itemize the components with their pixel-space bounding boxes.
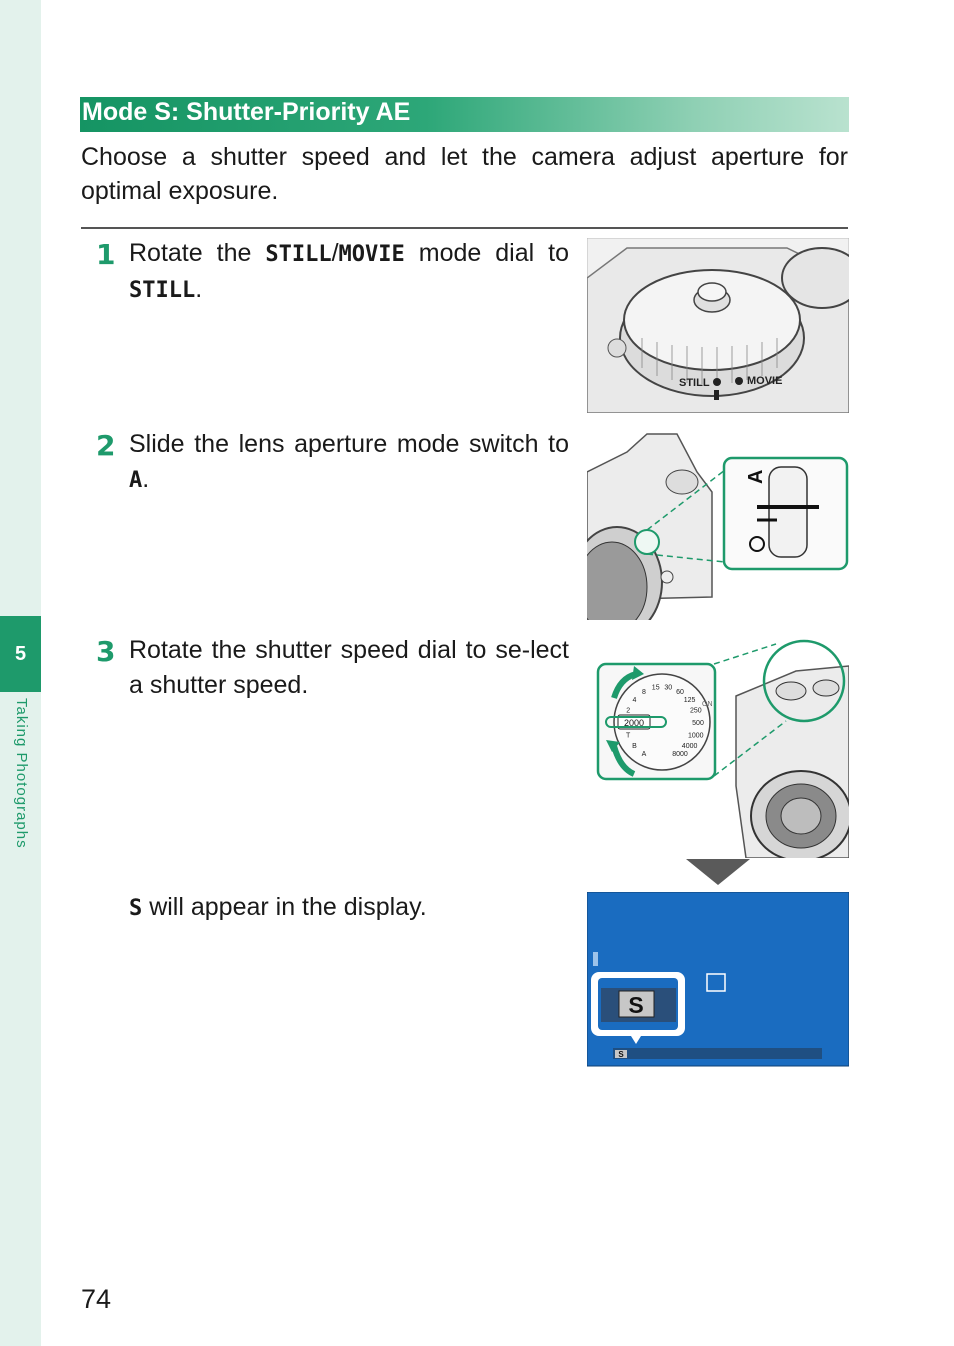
step-2-text: Slide the lens aperture mode switch to A… — [129, 430, 569, 493]
shutter-speed-value: 15 — [652, 685, 660, 692]
page-number: 74 — [81, 1284, 112, 1314]
shutter-speed-value: 30 — [664, 685, 672, 692]
shutter-speed-value: B — [632, 743, 637, 750]
still-label: STILL — [679, 377, 710, 389]
shutter-speed-value: 250 — [690, 708, 702, 715]
chapter-tab[interactable]: 5 — [0, 616, 41, 692]
display-mode-s: S — [628, 992, 643, 1018]
shutter-speed-values: 8000400010005002501256030158421TBA — [624, 685, 704, 759]
shutter-speed-value: 500 — [692, 720, 704, 727]
shutter-speed-value: 60 — [676, 689, 684, 696]
intro-paragraph: Choose a shutter speed and let the camer… — [81, 143, 848, 205]
step-2-number: 2 — [96, 429, 116, 462]
mode-dial-illustration: STILL MOVIE — [587, 238, 849, 413]
divider — [81, 227, 848, 229]
movie-label: MOVIE — [747, 375, 782, 387]
result-text: S will appear in the display. — [129, 893, 427, 921]
step-3-text: Rotate the shutter speed dial to se-lect… — [129, 636, 569, 699]
shutter-speed-value: 4000 — [682, 743, 698, 750]
step-3-number: 3 — [96, 635, 116, 668]
shutter-dial-illustration: 8000400010005002501256030158421TBA 2000 … — [596, 639, 849, 858]
display-mini-s: S — [618, 1050, 624, 1059]
shutter-speed-value: 8 — [642, 689, 646, 696]
step-1-number: 1 — [96, 238, 116, 271]
chapter-title-vertical: Taking Photographs — [13, 698, 30, 849]
shutter-speed-value: 4 — [632, 697, 636, 704]
switch-a-label: A — [745, 470, 767, 484]
lcd-display-illustration: S S — [587, 892, 849, 1067]
shutter-speed-value: T — [626, 732, 631, 739]
shutter-speed-value: 1000 — [688, 732, 704, 739]
shutter-speed-value: 8000 — [672, 751, 688, 758]
shutter-speed-value: 2 — [626, 708, 630, 715]
aperture-switch-illustration: A — [587, 433, 849, 620]
selected-shutter-speed: 2000 — [624, 718, 644, 728]
on-label: ON — [702, 701, 713, 708]
section-heading: Mode S: Shutter-Priority AE — [80, 97, 849, 132]
arrow-down-icon — [686, 859, 750, 885]
shutter-speed-value: A — [642, 751, 647, 758]
step-1-text: Rotate the STILL/MOVIE mode dial to STIL… — [129, 239, 569, 303]
shutter-speed-value: 125 — [684, 697, 696, 704]
